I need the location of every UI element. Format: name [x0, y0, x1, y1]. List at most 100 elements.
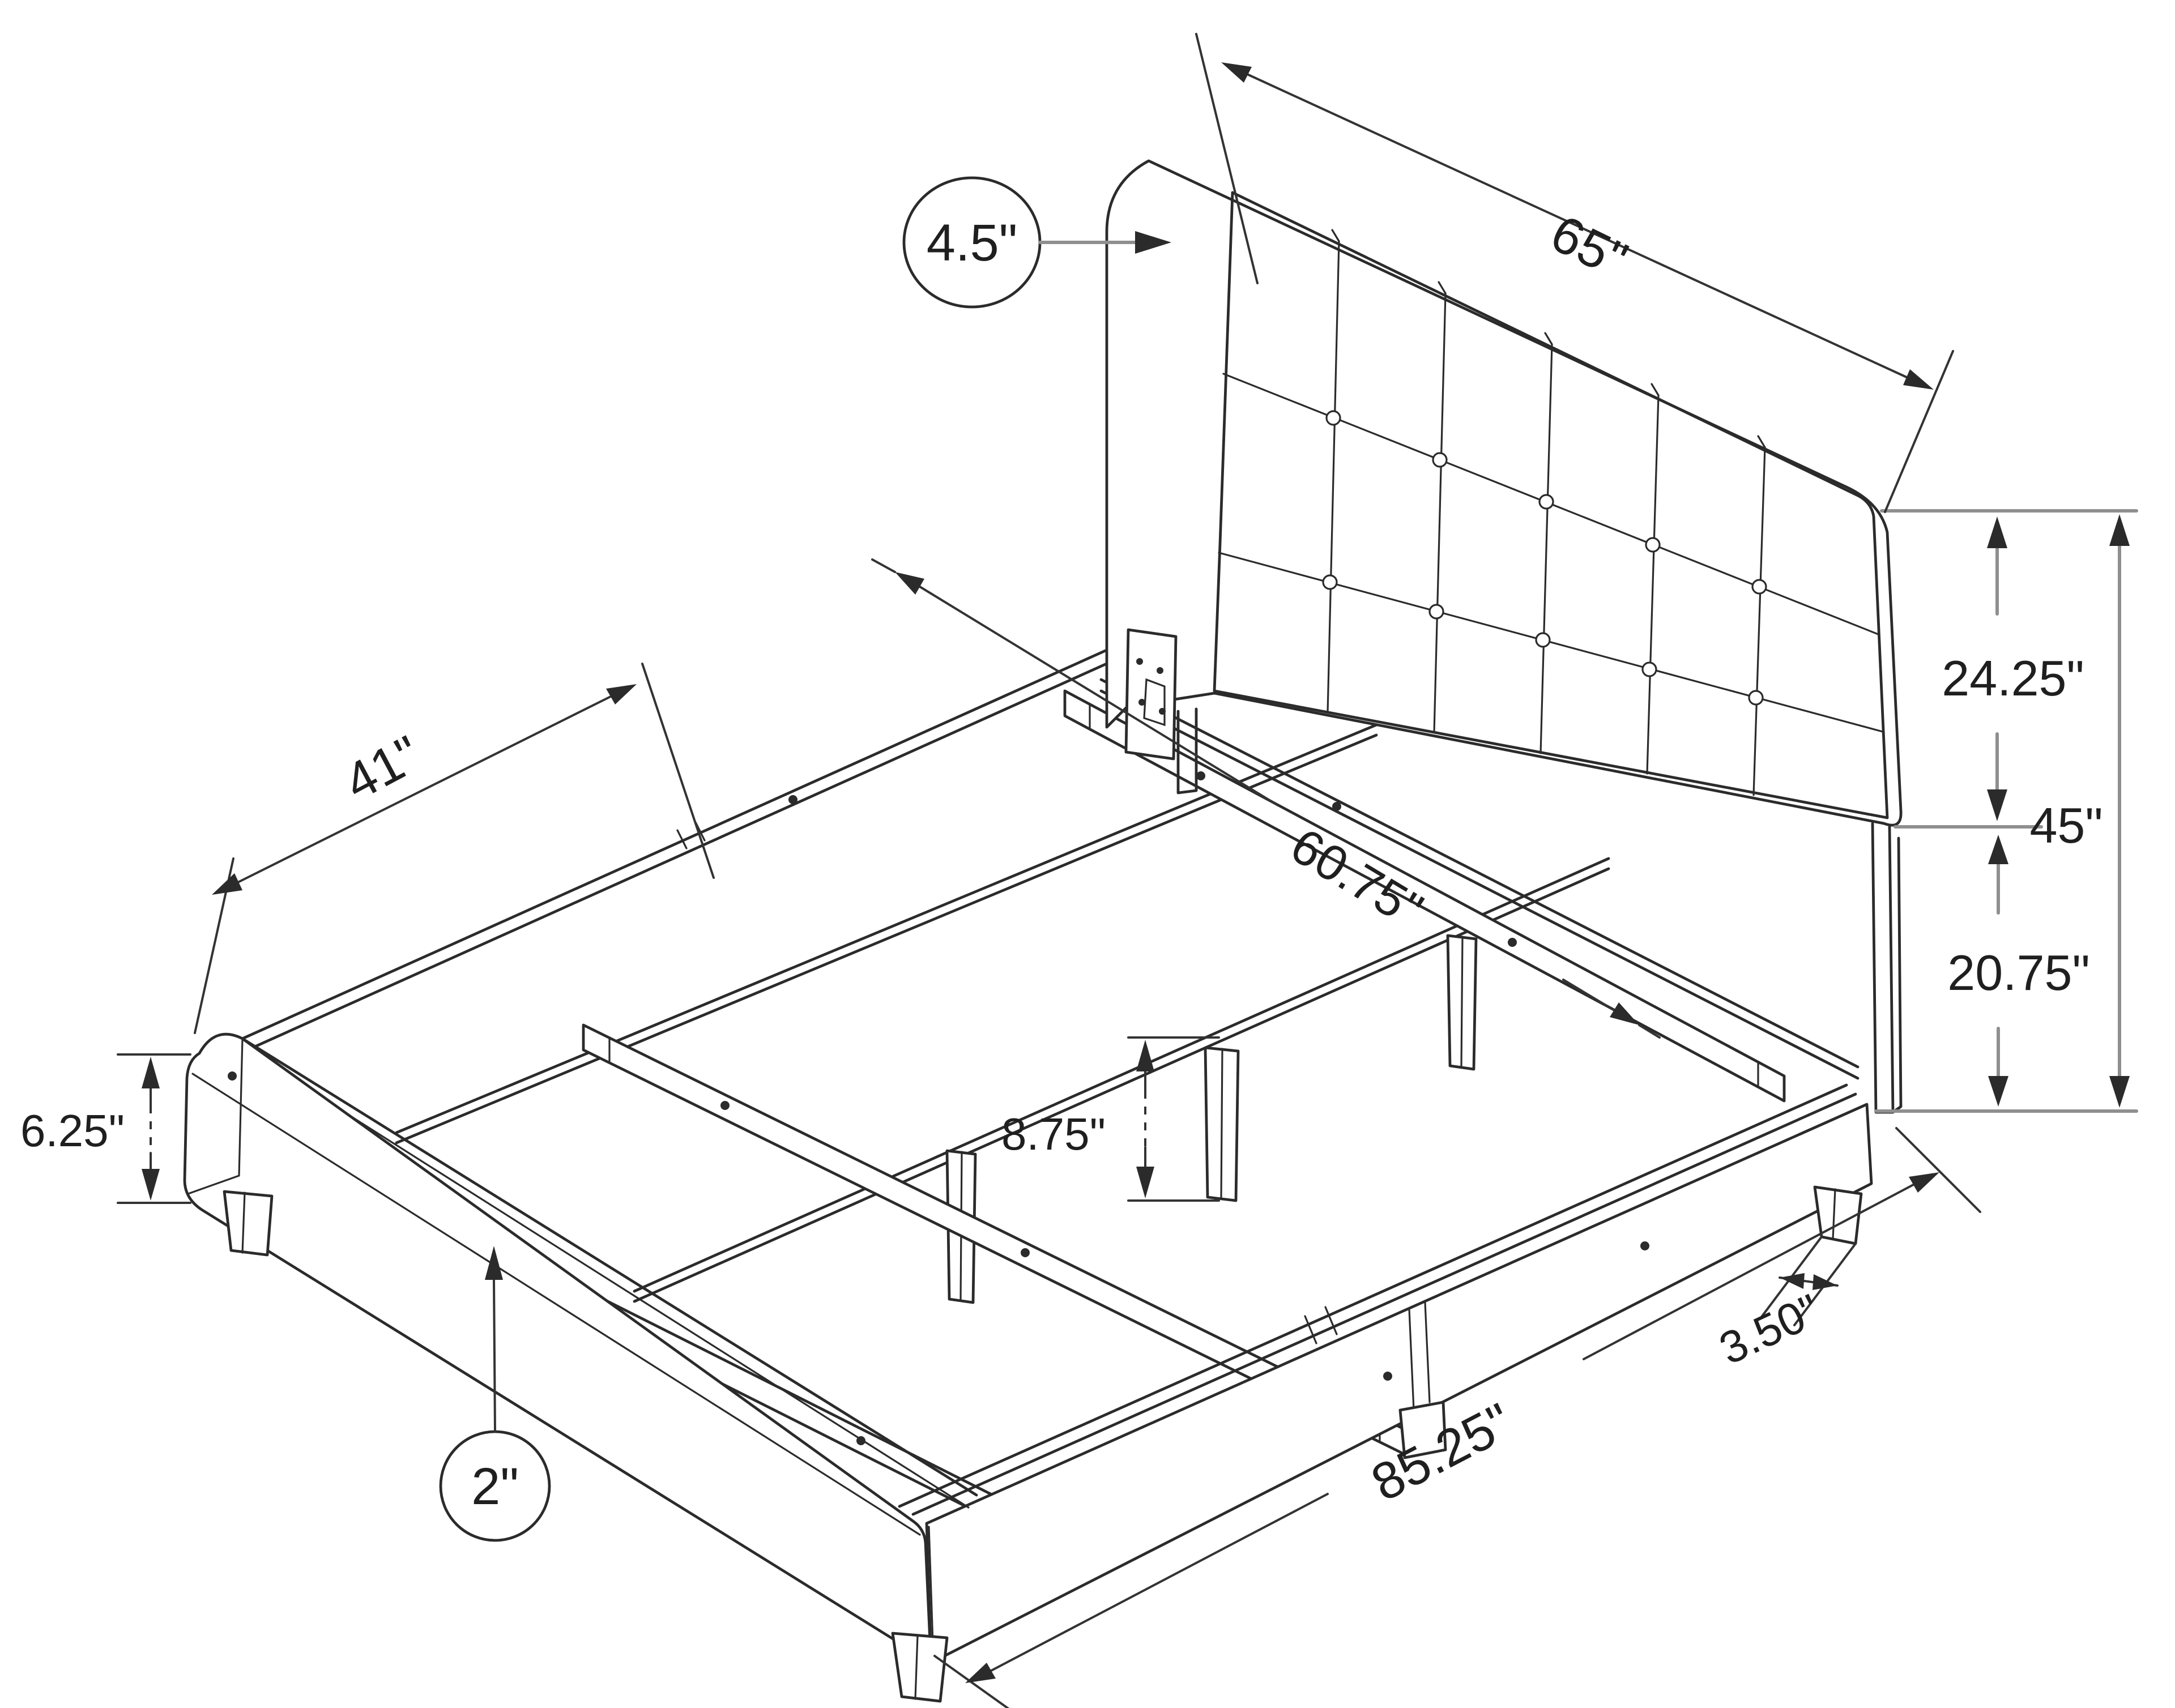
side-rail-far	[241, 633, 1144, 1054]
rail-joint-tab	[1398, 1400, 1447, 1459]
footboard-leg-near	[891, 1632, 949, 1703]
dim-label-overall-height: 45"	[2029, 797, 2102, 853]
dimension-floor-to-rail: 20.75"	[1947, 835, 2090, 1107]
tuft-button	[1641, 661, 1657, 677]
extension-line	[1884, 350, 1954, 513]
slat-leg-center	[1204, 1046, 1240, 1202]
tuft-button	[1535, 632, 1551, 648]
arrowhead-icon	[1903, 369, 1934, 390]
dim-label-floor-to-rail: 20.75"	[1947, 945, 2089, 1001]
arrowhead-icon	[142, 1169, 160, 1201]
tuft-button	[1322, 574, 1338, 590]
screw-dot	[788, 795, 798, 804]
headboard	[1105, 159, 1903, 1114]
dim-label-leg-width: 3.50"	[1712, 1284, 1827, 1374]
support-rail-far-edge	[395, 733, 1378, 1145]
dim-label-panel-height: 24.25"	[1942, 650, 2084, 706]
headboard-tufting	[1218, 229, 1884, 796]
arrowhead-icon	[212, 873, 242, 895]
dim-line	[237, 695, 612, 883]
slat-legs	[945, 934, 1478, 1304]
slat-head	[1063, 689, 1786, 1103]
dimension-panel-height: 24.25"	[1942, 516, 2084, 821]
support-rail-near	[633, 857, 1610, 1293]
screw-dot	[1021, 1248, 1030, 1257]
reference-lines	[1874, 509, 2138, 1113]
head-cross-member	[1099, 678, 1860, 1080]
tuft-button	[1428, 604, 1444, 620]
arrowhead-icon	[1988, 1076, 2008, 1107]
footboard-deck-edge	[241, 1037, 978, 1497]
dim-tails	[871, 558, 1661, 1039]
dim-label-footboard-width: 41"	[335, 725, 430, 812]
dimension-leg-width: 3.50"	[1712, 1236, 1857, 1374]
arrowhead-icon	[1987, 516, 2007, 548]
extension-line	[1195, 33, 1259, 284]
tuft-button	[1432, 452, 1448, 468]
side-rail-near-face	[925, 1103, 1873, 1664]
arrowhead-icon	[965, 1663, 996, 1683]
footboard	[183, 1032, 978, 1703]
dimension-slat-leg-height: 8.75"	[1001, 1036, 1220, 1202]
arrowhead-icon	[1987, 789, 2007, 821]
tuft-button	[1751, 579, 1767, 595]
tuft-button	[1645, 537, 1661, 553]
support-rail-near-edge	[633, 867, 1610, 1303]
arrowhead-icon	[1136, 1167, 1154, 1198]
screw-dot	[228, 1071, 237, 1081]
dim-line	[1562, 979, 1615, 1011]
dim-ticks	[117, 1053, 191, 1204]
leader-line	[493, 1279, 496, 1433]
headboard-outer	[1105, 159, 1903, 827]
dim-label-rail-thickness: 2"	[471, 1458, 519, 1515]
screw-dot	[1196, 771, 1205, 780]
arrowhead-icon	[1221, 62, 1252, 83]
tuft-top-ticks	[1331, 229, 1766, 449]
side-rail-near	[898, 1083, 1873, 1664]
screw-dot	[1508, 938, 1517, 947]
callout-rail-thickness: 2"	[439, 1246, 551, 1542]
headboard-leg-left	[1176, 707, 1198, 795]
arrowhead-icon	[1909, 1172, 1939, 1193]
arrowhead-icon	[1780, 1273, 1805, 1289]
dim-label-headboard-thickness: 4.5"	[927, 214, 1018, 272]
headboard-leg-right	[1871, 822, 1903, 1114]
arrowhead-icon	[1136, 1040, 1154, 1071]
footboard-deck-lip	[250, 1052, 970, 1509]
arrowhead-icon	[485, 1246, 503, 1280]
headboard-face	[1213, 191, 1889, 819]
arrowhead-icon	[142, 1057, 160, 1088]
tuft-button	[1325, 410, 1341, 426]
headboard-bracket	[1124, 628, 1178, 761]
footboard-face	[183, 1032, 932, 1657]
screw-dot	[1332, 802, 1341, 811]
footboard-leg-far	[223, 1190, 274, 1257]
tuft-vertical-seams	[1327, 240, 1766, 796]
dimension-overall-height: 45"	[2029, 514, 2130, 1108]
dimension-footboard-height: 6.25"	[20, 1053, 191, 1204]
footboard-end-cap	[187, 1037, 244, 1195]
arrowhead-icon	[1135, 231, 1171, 254]
arrowhead-icon	[1988, 835, 2008, 864]
arrowhead-icon	[606, 684, 637, 704]
screw-dot	[1640, 1241, 1649, 1250]
dim-label-footboard-height: 6.25"	[20, 1105, 125, 1156]
dim-ticks	[1127, 1036, 1220, 1202]
tuft-button	[1538, 494, 1554, 510]
arrowhead-icon	[2109, 1076, 2130, 1108]
tuft-button	[1748, 690, 1764, 706]
extension-line	[933, 1655, 1010, 1708]
dimension-footboard-width: 41"	[194, 663, 715, 1034]
headboard-legs	[1176, 707, 1903, 1114]
dim-line	[919, 586, 1279, 806]
dim-line	[1247, 74, 1908, 378]
screw-dot	[720, 1101, 730, 1110]
arrowhead-icon	[1812, 1274, 1837, 1290]
dim-line	[990, 1493, 1329, 1672]
rail-connector-ticks	[1304, 1306, 1338, 1344]
dim-line	[1583, 1184, 1914, 1360]
support-rails	[395, 723, 1610, 1303]
arrowhead-icon	[2109, 514, 2130, 546]
